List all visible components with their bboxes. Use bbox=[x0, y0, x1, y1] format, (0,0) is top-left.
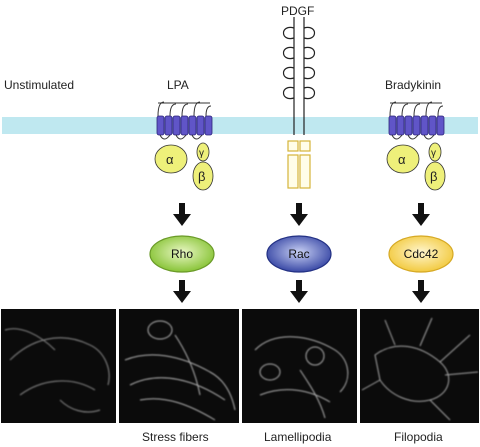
micrograph-unstimulated bbox=[1, 309, 116, 423]
caption-lamellipodia: Lamellipodia bbox=[264, 430, 332, 444]
rac-oval bbox=[266, 235, 332, 273]
lpa-g-protein bbox=[154, 142, 214, 191]
lpa-alpha: α bbox=[166, 152, 174, 167]
bradykinin-label: Bradykinin bbox=[385, 78, 442, 92]
bradykinin-g-protein bbox=[386, 142, 446, 191]
bradykinin-beta: β bbox=[430, 169, 437, 184]
bradykinin-receptor bbox=[388, 101, 445, 140]
pdgf-label: PDGF bbox=[281, 4, 315, 18]
caption-stress-fibers: Stress fibers bbox=[142, 430, 209, 444]
cell-membrane bbox=[2, 117, 478, 134]
bradykinin-gamma: γ bbox=[431, 148, 436, 159]
micrograph-stress-fibers bbox=[119, 309, 239, 423]
micrograph-lamellipodia bbox=[242, 309, 357, 423]
arrows-receptor-to-gtpase bbox=[173, 203, 430, 226]
pdgf-kinase-domains bbox=[287, 140, 311, 189]
micrograph-filopodia bbox=[360, 309, 479, 423]
lpa-receptor bbox=[156, 101, 213, 140]
rho-oval bbox=[149, 235, 215, 273]
rho-label: Rho bbox=[171, 247, 193, 261]
lpa-label: LPA bbox=[167, 78, 189, 92]
pdgf-receptor bbox=[282, 17, 316, 135]
cdc42-oval bbox=[388, 235, 454, 273]
rac-label: Rac bbox=[288, 247, 309, 261]
cdc42-label: Cdc42 bbox=[404, 247, 439, 261]
lpa-gamma: γ bbox=[199, 148, 204, 159]
arrows-gtpase-to-phenotype bbox=[173, 280, 430, 303]
bradykinin-alpha: α bbox=[398, 152, 406, 167]
unstimulated-label: Unstimulated bbox=[4, 78, 75, 92]
lpa-beta: β bbox=[198, 169, 205, 184]
caption-filopodia: Filopodia bbox=[394, 430, 443, 444]
